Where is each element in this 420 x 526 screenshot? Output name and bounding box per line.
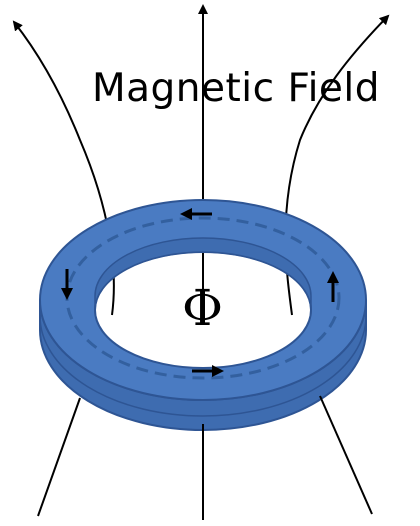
flux-symbol: Φ [182,279,223,337]
magnetic-field-label: Magnetic Field [92,66,380,111]
field-lines-bottom [37,395,373,520]
current-arrow-left [61,269,73,300]
field-line-right-bottom [319,395,373,515]
current-arrow-right [327,271,339,302]
current-arrow-top [180,208,212,220]
field-line-left-bottom [37,397,81,517]
toroid-ring [38,199,368,431]
ring-inner-wall [94,237,312,311]
current-arrow-bottom [192,365,224,377]
ring-side-seam [39,315,367,417]
current-arrows [61,208,339,377]
